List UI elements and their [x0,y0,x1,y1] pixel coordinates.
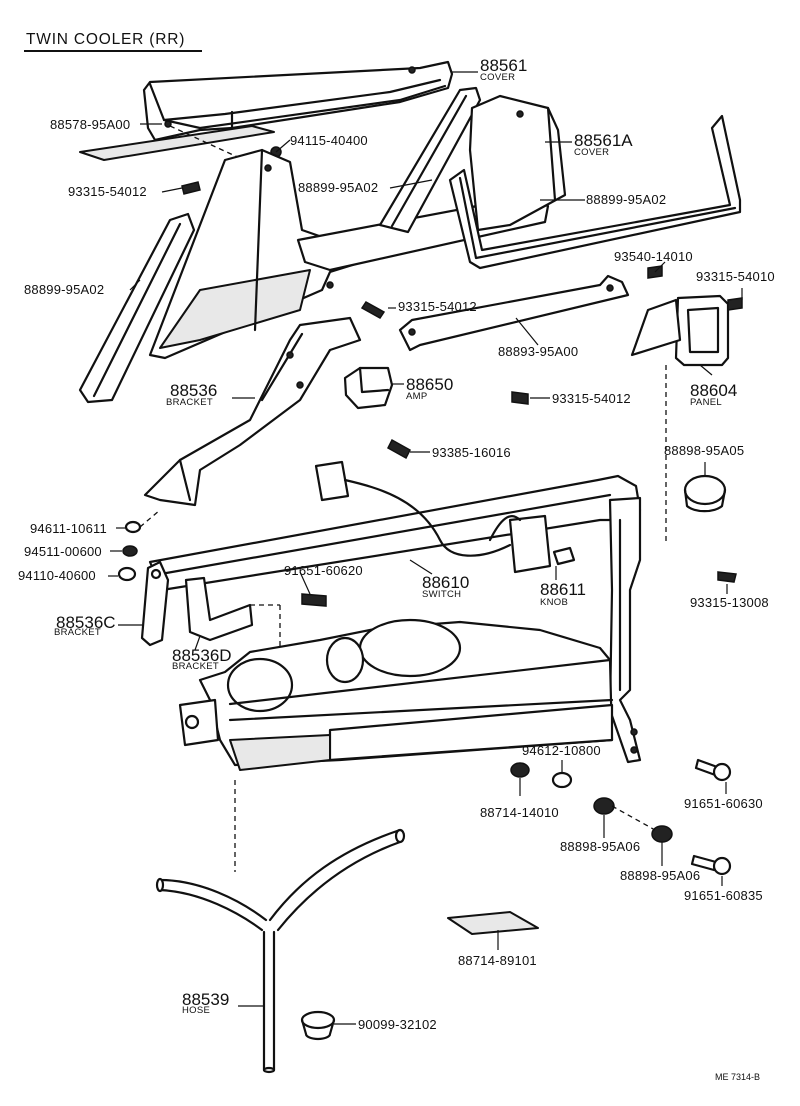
nuts-right-group [510,762,673,843]
hose-88539-name: HOSE [182,1005,211,1016]
diagram-title: TWIN COOLER (RR) [26,31,186,48]
part-91651-a-label: 91651-60620 [284,563,363,578]
cover-88561-name: COVER [480,72,516,83]
part-88899-c-label: 88899-95A02 [586,192,667,207]
part-94612-label: 94612-10800 [522,743,601,758]
part-88899-b-label: 88899-95A02 [298,180,379,195]
bracket-88536-name: BRACKET [166,397,213,408]
switch-88610-name: SWITCH [422,589,462,600]
trim-tube-right-part [448,114,742,270]
bracket-88536c-name: BRACKET [54,627,101,638]
amp-88650-name: AMP [406,391,428,402]
part-93315-e-label: 93315-13008 [690,595,769,610]
washers-left-group [117,520,142,582]
part-93540-label: 93540-14010 [614,249,693,264]
plate-88578-part [79,125,275,161]
part-88898-b-label: 88898-95A06 [560,839,641,854]
cover-88561-part [142,60,454,142]
bracket-88536c-number: 88536C [56,613,116,632]
cover-88561a-part [468,94,567,232]
part-88714-a-label: 88714-14010 [480,805,559,820]
cover-88561a-name: COVER [574,147,610,158]
bracket-88536-part [143,316,362,507]
part-88578-label: 88578-95A00 [50,117,131,132]
part-94511-label: 94511-00600 [24,544,102,559]
panel-88604-name: PANEL [690,397,722,408]
part-88898-c-label: 88898-95A06 [620,868,701,883]
leader-lines [108,71,743,1025]
bracket-88536d-name: BRACKET [172,661,219,672]
part-93385-label: 93385-16016 [432,445,511,460]
part-94611-label: 94611-10611 [30,521,107,536]
bolts-right-group [690,758,732,876]
amp-88650-number: 88650 [406,375,454,394]
part-93315-a-label: 93315-54012 [68,184,147,199]
bracket-88536-number: 88536 [170,381,218,400]
part-88899-a-label: 88899-95A02 [24,282,105,297]
hose-88539-number: 88539 [182,990,230,1009]
knob-88611-number: 88611 [540,580,587,599]
bracket-88536d-part [184,576,254,642]
panel-88604-part [630,294,730,367]
support-bar-part [148,474,642,764]
bracket-88893-part [398,274,630,352]
bracket-88536d-number: 88536D [172,646,232,665]
part-94115-label: 94115-40400 [290,133,368,148]
part-93315-b-label: 93315-54010 [696,269,775,284]
title-underline [24,50,202,52]
part-94110-label: 94110-40600 [18,568,96,583]
switch-88610-number: 88610 [422,573,470,592]
bracket-88536c-part [140,560,170,647]
diagram-reference-code: ME 7314-B [715,1072,761,1082]
cooler-unit-part [178,618,614,771]
part-90099-label: 90099-32102 [358,1017,437,1032]
knob-88611-name: KNOB [540,597,569,608]
amp-88650-part [343,366,394,410]
panel-88604-number: 88604 [690,381,738,400]
part-88898-a-label: 88898-95A05 [664,443,745,458]
screws-group [181,181,743,607]
cover-88561-number: 88561 [480,56,528,75]
part-93315-d-label: 93315-54012 [552,391,631,406]
cover-88561a-number: 88561A [574,131,633,150]
switch-harness-88610-part [314,460,552,574]
part-91651-b-label: 91651-60630 [684,796,763,811]
pad-88714-part [447,911,539,935]
part-88714-b-label: 88714-89101 [458,953,537,968]
grommet-90099-part [300,1010,336,1041]
part-91651-c-label: 91651-60835 [684,888,763,903]
knob-88611-part [552,546,576,566]
part-93315-c-label: 93315-54012 [398,299,477,314]
cap-88898-part [683,474,727,513]
hose-88539-part [155,828,406,1074]
part-88893-label: 88893-95A00 [498,344,579,359]
